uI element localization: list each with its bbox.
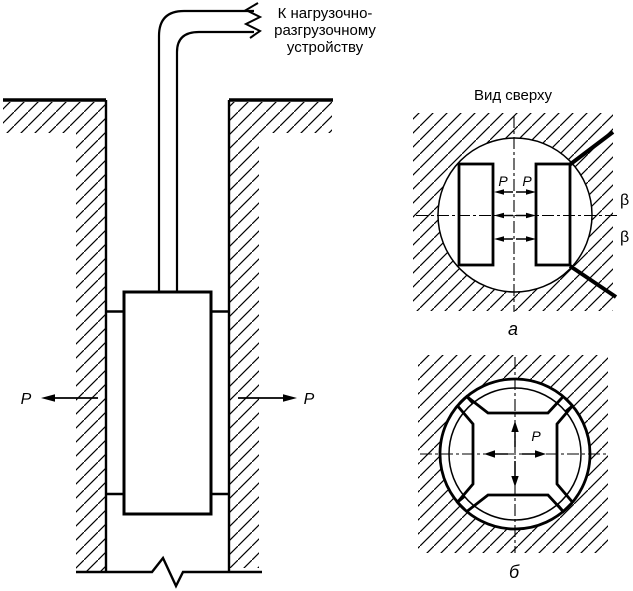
blade-arc-right xyxy=(556,397,592,514)
blade-top-b xyxy=(465,395,565,415)
top-view-b-figure: P б xyxy=(418,355,608,582)
pipe-inner xyxy=(175,30,254,292)
pipe-outer xyxy=(157,9,254,292)
blade-arcs-b xyxy=(438,377,592,531)
connection-note-line-1: К нагрузочно- xyxy=(278,5,373,22)
force-label-b: P xyxy=(531,428,541,444)
subfigure-a-label: а xyxy=(508,319,518,339)
beta-label-lower: β xyxy=(620,229,629,246)
blade-left-a xyxy=(457,162,495,267)
radial-force-arrows-b xyxy=(484,421,546,487)
bottom-break-line xyxy=(76,555,262,589)
soil-hatch-a xyxy=(413,113,613,311)
force-label-right: P xyxy=(304,391,315,408)
top-view-a-figure: Вид сверху P P β β а xyxy=(413,87,629,339)
connection-note: К нагрузочно- разгрузочному устройству xyxy=(274,5,376,56)
beta-face-line-upper xyxy=(566,130,615,168)
connection-note-line-2: разгрузочному xyxy=(274,22,376,39)
blade-arc-left xyxy=(438,394,475,511)
force-arrow-left xyxy=(41,394,98,402)
force-label-a-left: P xyxy=(498,173,508,189)
soil-hatch-b xyxy=(418,355,608,553)
connection-note-line-3: устройству xyxy=(287,39,364,56)
probe-body xyxy=(122,290,213,516)
beta-face-line-lower xyxy=(568,264,618,299)
blade-arc-bottom xyxy=(455,495,572,531)
soil-hatch-left xyxy=(3,102,106,572)
force-arrow-right xyxy=(238,394,297,402)
beta-label-upper: β xyxy=(620,192,629,209)
blade-arc-top xyxy=(458,377,575,413)
force-label-left: P xyxy=(21,391,32,408)
subfigure-b-label: б xyxy=(509,562,520,582)
blade-right-a xyxy=(534,162,572,267)
blade-bottom-b xyxy=(465,493,565,513)
top-view-title: Вид сверху xyxy=(474,87,553,104)
pipe-break-symbol xyxy=(243,2,263,39)
blade-force-arrows-a xyxy=(494,189,536,242)
borehole-section-figure: P P К нагрузочно- разгрузочному устройст… xyxy=(3,2,376,589)
force-label-a-right: P xyxy=(522,173,532,189)
soil-hatch-right xyxy=(229,102,332,568)
